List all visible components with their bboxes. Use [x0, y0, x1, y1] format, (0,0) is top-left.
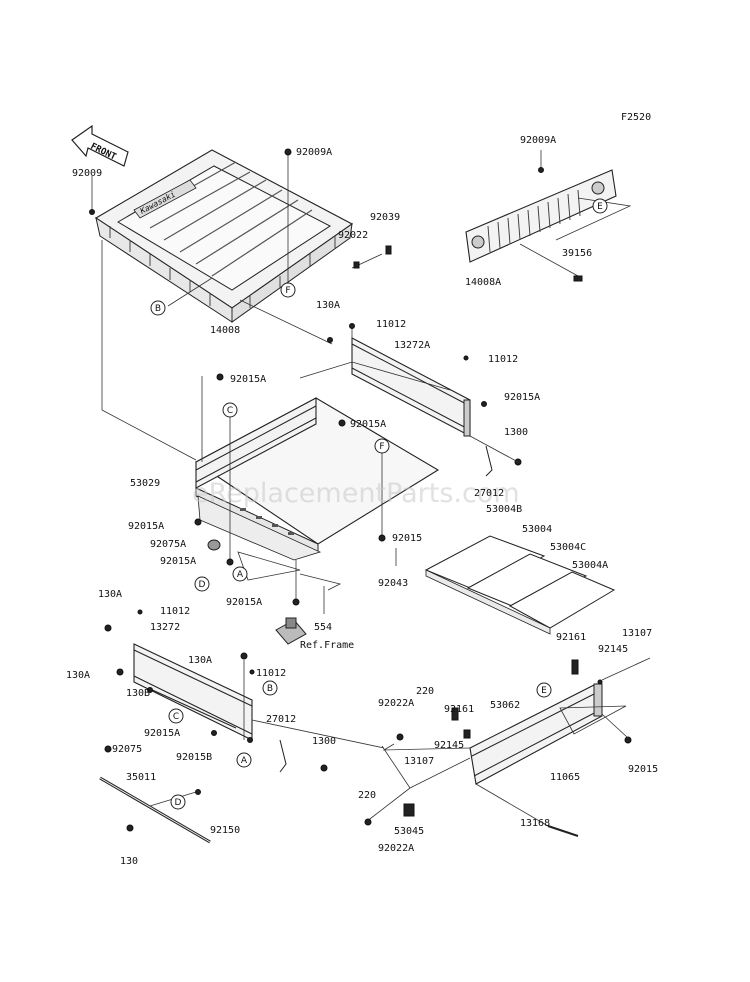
part-label: 92022A	[378, 698, 414, 709]
svg-text:D: D	[199, 580, 206, 590]
part-label: 11012	[160, 606, 190, 617]
part-label: 53004	[522, 524, 552, 535]
diagram-code: F2520	[621, 112, 651, 123]
gate-13272A	[351, 337, 471, 437]
part-label: 92161	[556, 632, 586, 643]
part-label: 92150	[210, 825, 240, 836]
part-label: 92009A	[520, 135, 556, 146]
floor-mats-53004	[424, 535, 616, 635]
part-label: 53045	[394, 826, 424, 837]
panel-14008A	[465, 169, 617, 263]
svg-text:F: F	[285, 286, 290, 296]
part-label: 14008	[210, 325, 240, 336]
part-label: 53004A	[572, 560, 608, 571]
part-label: 92075	[112, 744, 142, 755]
part-label: 27012	[474, 488, 504, 499]
svg-text:D: D	[175, 798, 182, 808]
part-label: 92015A	[144, 728, 180, 739]
svg-text:A: A	[241, 756, 248, 766]
part-label: 53004C	[550, 542, 586, 553]
part-label: 11065	[550, 772, 580, 783]
part-label: 13107	[404, 756, 434, 767]
part-label: 13107	[622, 628, 652, 639]
part-label: 220	[358, 790, 376, 801]
part-label: 13168	[520, 818, 550, 829]
rod-35011	[99, 776, 211, 844]
svg-text:A: A	[237, 570, 244, 580]
part-label: 92075A	[150, 539, 186, 550]
svg-text:B: B	[155, 304, 161, 314]
part-label: 27012	[266, 714, 296, 725]
part-label: 92015A	[226, 597, 262, 608]
svg-text:E: E	[597, 202, 603, 212]
part-label: 130A	[188, 655, 212, 666]
part-label: 92015	[392, 533, 422, 544]
part-label: 53004B	[486, 504, 522, 515]
part-label: 92015A	[160, 556, 196, 567]
part-label: 92161	[444, 704, 474, 715]
part-labels: F2520 92009 92009A 92039 92022 14008 920…	[66, 112, 658, 867]
svg-text:F: F	[379, 442, 384, 452]
part-label: 92009A	[296, 147, 332, 158]
svg-text:C: C	[173, 712, 179, 722]
part-label: 53062	[490, 700, 520, 711]
part-label: 92009	[72, 168, 102, 179]
watermark: eReplacementParts.com	[192, 478, 520, 509]
callout-markers: F B E C F A D B C A D E	[150, 198, 608, 810]
ref-frame-bracket	[275, 617, 307, 645]
part-label: 554	[314, 622, 332, 633]
part-label: 53029	[130, 478, 160, 489]
part-label: 13272A	[394, 340, 430, 351]
cargo-bed-14008: Kawasaki	[94, 149, 354, 323]
part-label: 11012	[376, 319, 406, 330]
deck-53029	[194, 397, 440, 561]
part-label: 92015A	[504, 392, 540, 403]
part-label: 92043	[378, 578, 408, 589]
part-label: 1300	[312, 736, 336, 747]
part-label: 92022	[338, 230, 368, 241]
part-label: 130B	[126, 688, 150, 699]
part-label: 130A	[316, 300, 340, 311]
part-label: 92145	[598, 644, 628, 655]
ref-frame-label: Ref.Frame	[300, 640, 354, 651]
svg-text:C: C	[227, 406, 233, 416]
front-arrow-icon: FRONT	[71, 124, 129, 167]
svg-text:B: B	[267, 684, 273, 694]
part-label: 92015B	[176, 752, 212, 763]
side-gate-53062	[469, 683, 603, 785]
part-label: 35011	[126, 772, 156, 783]
part-label: 92015A	[350, 419, 386, 430]
part-label: 130A	[66, 670, 90, 681]
part-label: 11012	[256, 668, 286, 679]
part-label: 92015A	[128, 521, 164, 532]
part-label: 14008A	[465, 277, 501, 288]
part-label: 92015A	[230, 374, 266, 385]
part-label: 92039	[370, 212, 400, 223]
part-label: 220	[416, 686, 434, 697]
part-label: 1300	[504, 427, 528, 438]
part-label: 39156	[562, 248, 592, 259]
part-label: 92022A	[378, 843, 414, 854]
svg-text:E: E	[541, 686, 547, 696]
part-label: 11012	[488, 354, 518, 365]
part-label: 92015	[628, 764, 658, 775]
part-label: 13272	[150, 622, 180, 633]
part-label: 92145	[434, 740, 464, 751]
part-label: 130A	[98, 589, 122, 600]
part-label: 130	[120, 856, 138, 867]
